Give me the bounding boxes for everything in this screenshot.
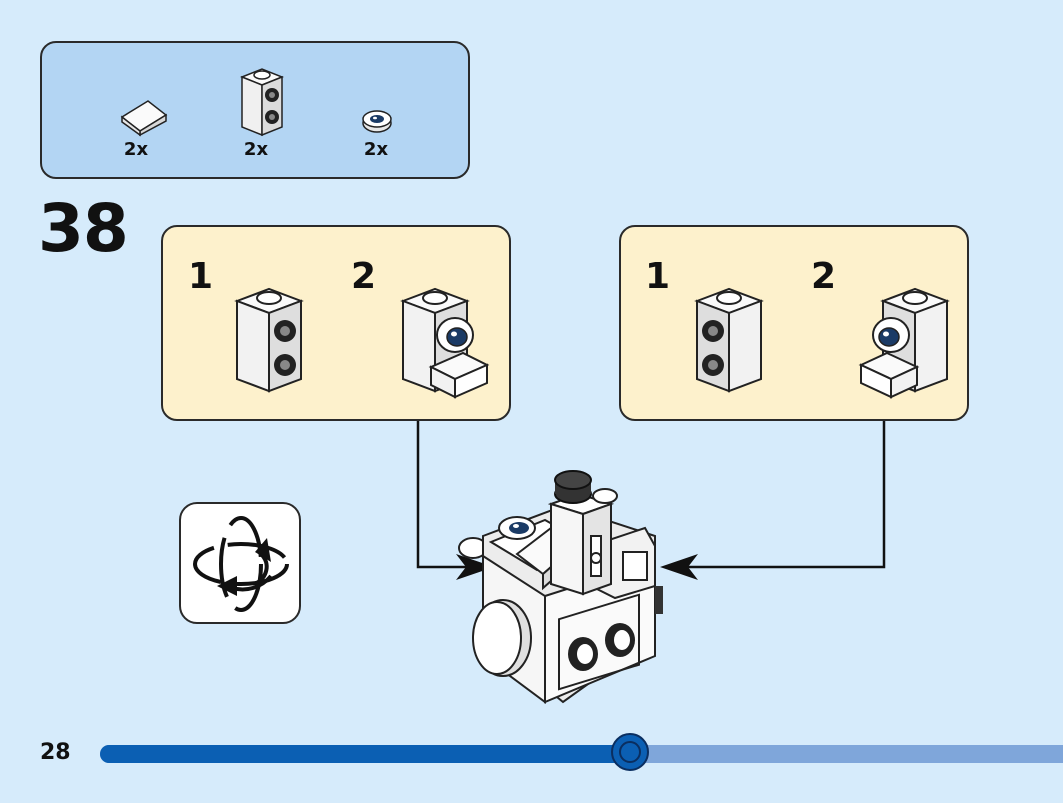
rotate-model-callout	[179, 502, 301, 624]
bracket-with-eye-icon	[858, 287, 950, 399]
sub-assembly-left: 1 2	[161, 225, 511, 421]
sub-assembly-right: 1 2	[619, 225, 969, 421]
progress-bar	[100, 733, 1063, 771]
sub-step-number: 1	[188, 256, 214, 297]
step-number: 38	[38, 190, 129, 267]
progress-marker	[611, 733, 649, 771]
page-number: 28	[40, 740, 71, 765]
bracket-with-eye-icon	[400, 287, 490, 399]
progress-fill	[100, 745, 630, 763]
bracket-brick-icon	[234, 287, 304, 393]
round-eye-tile-icon	[362, 110, 392, 133]
sub-step-number: 2	[351, 256, 377, 297]
bracket-brick-icon	[239, 68, 285, 137]
rotate-model-icon	[193, 516, 289, 612]
parts-list-callout: 2x 2x 2x	[40, 41, 470, 179]
part-qty: 2x	[243, 139, 269, 160]
part-qty: 2x	[363, 139, 389, 160]
bracket-brick-icon	[694, 287, 764, 393]
slope-tile-icon	[120, 100, 168, 137]
assembled-model-illustration	[458, 470, 663, 704]
part-qty: 2x	[123, 139, 149, 160]
sub-step-number: 1	[645, 256, 671, 297]
sub-step-number: 2	[811, 256, 837, 297]
